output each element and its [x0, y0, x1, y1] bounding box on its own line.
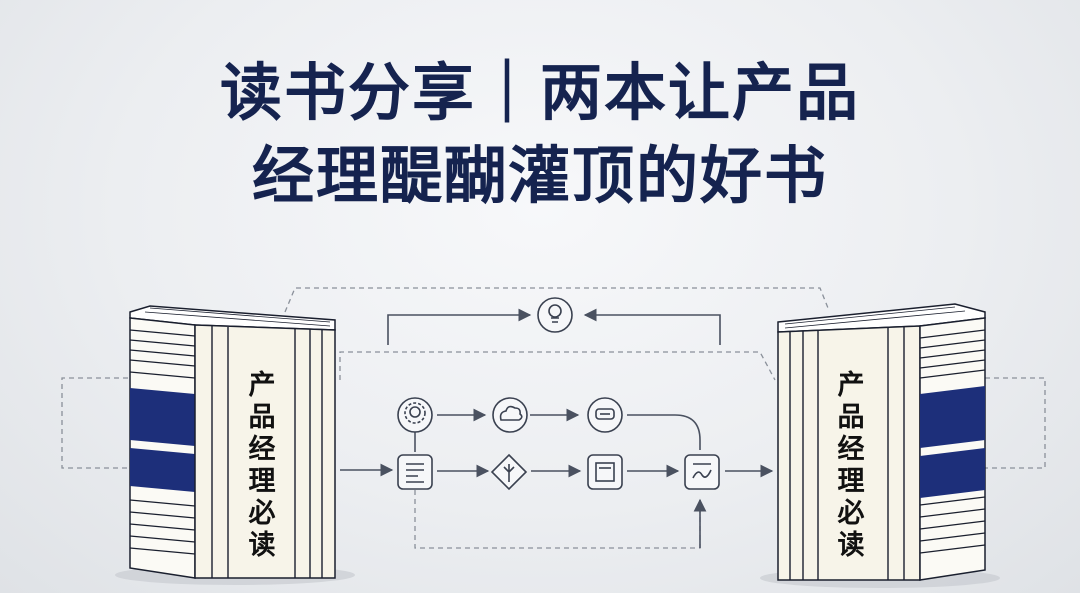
spine-char: 产: [837, 370, 865, 401]
left-book-spine-title: 产 品 经 理 必 读: [242, 370, 282, 562]
cloud-icon: [492, 397, 528, 433]
spine-char: 理: [248, 466, 276, 497]
page-title-line-2: 经理醍醐灌顶的好书: [251, 139, 828, 212]
page-title-line-1: 读书分享｜两本让产品: [219, 56, 860, 129]
leaf-icon: [490, 453, 528, 491]
right-book-spine-title: 产 品 经 理 必 读: [831, 370, 871, 562]
spine-char: 品: [837, 402, 865, 433]
spine-char: 必: [248, 498, 276, 529]
document-icon: [397, 454, 433, 490]
right-book: [760, 303, 1000, 588]
flow-arrows: [340, 308, 774, 548]
spine-char: 理: [837, 466, 865, 497]
gear-person-icon: [397, 397, 433, 433]
spine-char: 经: [837, 434, 865, 465]
spine-char: 经: [248, 434, 276, 465]
spine-char: 读: [837, 530, 865, 561]
spine-char: 品: [248, 402, 276, 433]
spine-char: 必: [837, 498, 865, 529]
feedback-icon: [587, 397, 623, 433]
lightbulb-icon: [537, 297, 573, 333]
window-icon: [587, 454, 623, 490]
spine-char: 产: [248, 370, 276, 401]
chart-icon: [684, 454, 720, 490]
spine-char: 读: [248, 530, 276, 561]
left-book: [115, 305, 355, 585]
